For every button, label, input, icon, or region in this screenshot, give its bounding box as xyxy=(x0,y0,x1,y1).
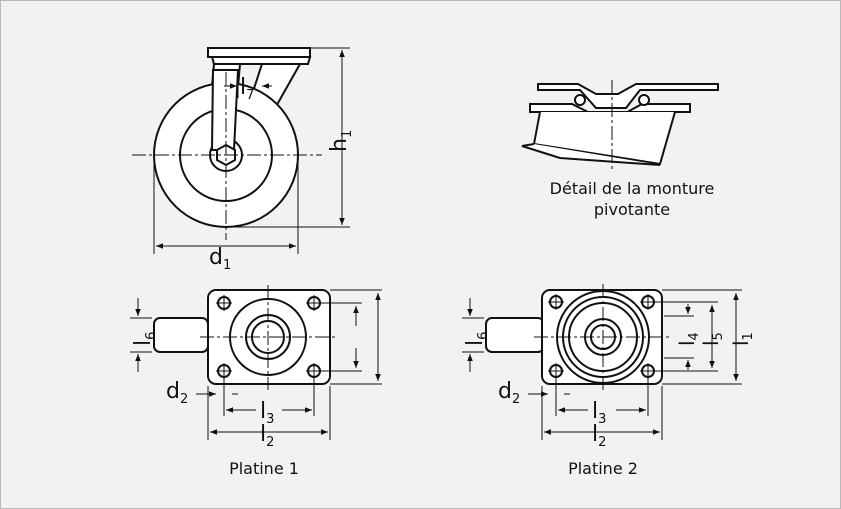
p2-dim-l5: l5 xyxy=(699,332,726,346)
plate-2-caption: Platine 2 xyxy=(568,459,638,478)
swivel-detail-drawing xyxy=(521,80,719,170)
p2-dim-d2: d2 xyxy=(498,379,520,407)
p1-dim-l6: l6 xyxy=(131,332,159,346)
detail-caption-line2: pivotante xyxy=(594,200,670,219)
plate-2-drawing xyxy=(462,284,742,440)
p2-dim-l2: l2 xyxy=(592,422,606,450)
dim-l7: l7 xyxy=(240,75,254,103)
p2-dim-l6: l6 xyxy=(463,332,491,346)
castor-side-view xyxy=(132,47,350,254)
detail-caption-line1: Détail de la monture xyxy=(550,179,715,198)
p2-dim-l4: l4 xyxy=(675,332,702,346)
p1-dim-l2: l2 xyxy=(260,422,274,450)
plate-1-caption: Platine 1 xyxy=(229,459,299,478)
p2-dim-l1: l1 xyxy=(729,332,756,346)
p2-dim-l3: l3 xyxy=(592,399,606,427)
dim-h1: h1 xyxy=(327,130,355,152)
dim-d1: d1 xyxy=(209,245,231,273)
plate-1-drawing xyxy=(130,285,382,440)
p1-dim-d2: d2 xyxy=(166,379,188,407)
p1-dim-l3: l3 xyxy=(260,399,274,427)
